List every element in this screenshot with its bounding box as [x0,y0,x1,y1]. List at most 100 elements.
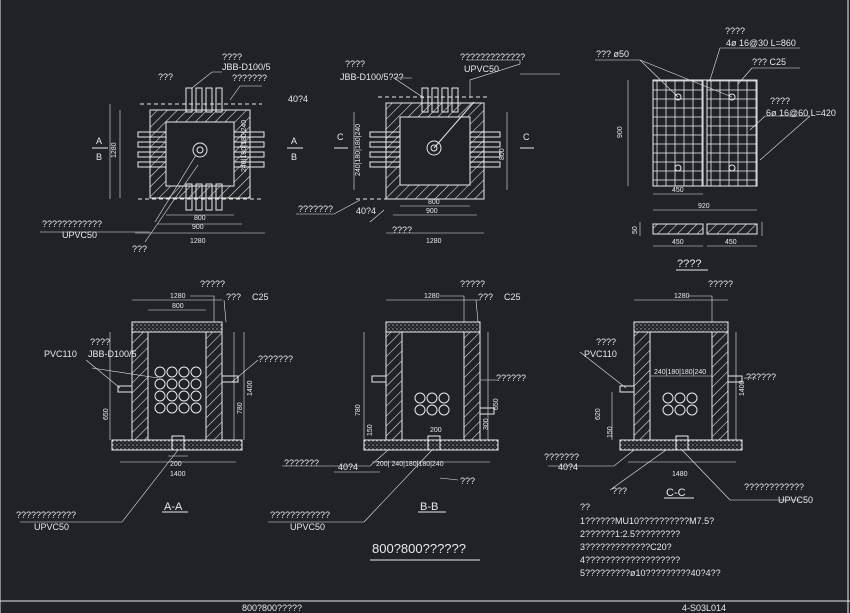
drawing-main-title: 800?800?????? [372,541,466,556]
sec-cc-upvc-label: UPVC50 [778,495,813,505]
sec-aa-c25-label-a: ??? [226,292,241,302]
pipe-cluster-cc [662,392,698,416]
sec-aa-dim-v2: 1400 [247,380,254,396]
plan-left-label-a: ???? [222,52,242,62]
note-4: 4??????????????????? [580,555,680,565]
cover-plate-detail [595,47,811,271]
plan-view-left [40,71,303,243]
plan-mid-label-c: ????????????? [460,52,525,62]
sec-aa-dim-200: 200 [170,461,182,468]
cover-dim-small: 50 [632,226,639,234]
pipe-bundle-bottom [185,183,223,211]
sec-cc-top-label: ????? [708,279,733,289]
note-2: 2??????1:2.5????????? [580,529,680,539]
sec-bb-dim-v2: 650 [493,398,500,410]
cover-label-e: ???? [770,96,790,106]
cover-label-c: ??? ø50 [596,49,629,59]
plan-mid-bottom-label-b: 40?4 [356,206,376,216]
pipe-bundle-right-mid [469,131,501,168]
plan-mid-dim-900: 900 [426,208,438,215]
cover-label-b: 4ø 16@30 L=860 [726,38,796,48]
sec-aa-dim-1400: 1400 [170,471,186,478]
sec-cc-dim-row: 240|180|180|240 [654,369,706,376]
cover-dim-450b: 450 [672,239,684,246]
plan-left-drain-label-a: ???????????? [42,219,102,229]
sec-aa-drain-label-a: ???????????? [16,510,76,520]
plan-mid-dim-1280: 1280 [426,238,442,245]
sec-aa-title: A-A [164,501,183,513]
plan-left-dim-800: 800 [194,215,206,222]
plan-left-label-d: ??????? [232,73,267,83]
sec-bb-top-label: ????? [460,279,485,289]
plan-mid-dim-vertical-2: 800 [499,148,506,160]
sec-cc-pit-label: ??? [612,486,627,496]
cover-label-f: 6ø 16@60 L=420 [766,108,836,118]
cover-dim-vertical: 900 [617,126,624,138]
sec-aa-left-label-2: PVC110 [44,349,77,359]
footer-drawing-name: 800?800????? [242,603,302,613]
pipe-bundle-top-mid [421,87,459,113]
plan-left-section-b1: B [96,152,102,162]
sec-cc-dim-v1: 620 [595,408,602,420]
sec-cc-right-label: ?????? [746,372,776,382]
pipe-bundle-left [137,131,167,168]
cover-title: ???? [677,258,701,270]
sec-cc-left-label-2: PVC110 [584,349,617,359]
sec-aa-top-label: ????? [200,279,225,289]
plan-left-drain-label-b: UPVC50 [62,230,97,240]
sec-aa-dim-v3: 780 [237,402,244,414]
plan-mid-bottom-label-c: ???? [392,225,412,235]
sec-bb-dim-v4: 150 [367,424,374,436]
plan-left-dim-900: 900 [192,224,204,231]
plan-left-rebar-label: 40?4 [288,94,308,104]
plan-left-section-a2: A [291,136,297,146]
sec-aa-left-label-1: ???? [90,337,110,347]
pipe-bundle-top [185,87,223,113]
sec-cc-drain-label: ???????????? [744,482,804,492]
plan-mid-dim-vertical: 240|180|180|240 [355,124,362,176]
sec-bb-c25-label-b: C25 [504,292,521,302]
plan-left-dim-vertical-2: 240|180|180|240 [241,120,248,172]
sec-cc-dim-v3: 1400 [739,380,746,396]
sec-aa-c25-label-b: C25 [252,292,269,302]
sec-bb-drain-label-b: UPVC50 [290,522,325,532]
cover-dim-450c: 450 [725,239,737,246]
sec-aa-drain-label-b: UPVC50 [34,522,69,532]
note-3: 3?????????????C20? [580,542,672,552]
sec-bb-dim-v1: 780 [355,404,362,416]
sec-aa-right-label: ??????? [258,354,293,364]
sec-cc-left-label-1: ???? [596,337,616,347]
sec-bb-rebar-label: 40?4 [338,462,358,472]
plan-left-section-a1: A [96,136,102,146]
sec-cc-dim-1280: 1280 [674,293,690,300]
plan-mid-label-b: JBB-D100/5??? [340,72,404,82]
note-5: 5?????????ø10?????????40?4?? [580,568,721,578]
plan-mid-label-a: ???? [345,59,365,69]
sec-aa-dim-v1: 650 [103,408,110,420]
plan-left-dim-vertical: 1280 [111,142,118,158]
plan-mid-section-c2: C [523,132,530,142]
sec-cc-dim-1480: 1480 [672,471,688,478]
plan-mid-label-d: UPVC50 [464,64,499,74]
cover-label-a: ???? [725,26,745,36]
sec-bb-dim-1280: 1280 [424,293,440,300]
sec-bb-dim-v3: 300 [483,418,490,430]
plan-mid-bottom-label-a: ??????? [298,204,333,214]
plan-left-label-c: ??? [158,72,173,82]
sec-bb-dim-200: 200 [430,427,442,434]
sec-aa-dim-1280: 1280 [170,293,186,300]
sec-aa-left-label-3: JBB-D100/5 [88,349,137,359]
section-a-a [20,295,259,523]
sec-aa-dim-800: 800 [172,303,184,310]
sec-bb-c25-label-a: ??? [478,292,493,302]
notes-head: ?? [580,502,590,512]
plan-left-label-b: JBB-D100/5 [222,62,271,72]
pipe-cluster-bb [414,392,450,416]
sec-bb-title: B-B [420,501,438,513]
plan-view-middle [296,59,560,234]
cover-dim-450a: 450 [672,187,684,194]
pipe-bundle-right [233,131,265,168]
